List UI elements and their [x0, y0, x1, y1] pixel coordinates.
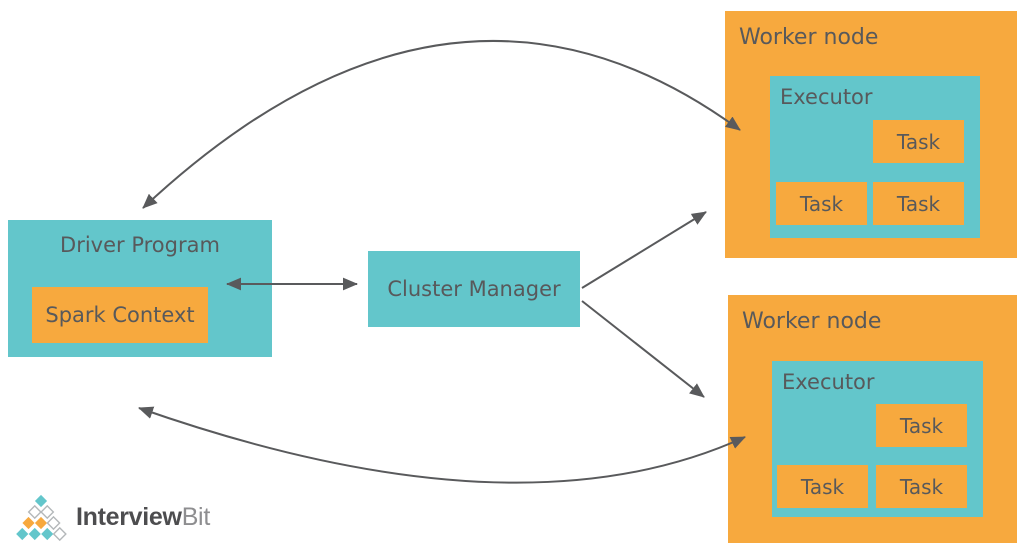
cluster-manager-label: Cluster Manager — [387, 277, 561, 301]
task-label: Task — [896, 129, 941, 154]
worker-node-2-task-3: Task — [876, 465, 967, 508]
worker-node-2-box: Worker node Executor Task Task Task — [728, 295, 1017, 543]
worker-node-1-executor-box: Executor Task Task Task — [770, 76, 980, 238]
interviewbit-logo: InterviewBit — [14, 492, 210, 542]
task-label: Task — [899, 474, 944, 499]
interviewbit-wordmark: InterviewBit — [76, 492, 210, 542]
worker-node-2-task-2: Task — [777, 465, 868, 508]
worker-node-2-task-1: Task — [876, 404, 967, 447]
worker-node-1-executor-label: Executor — [780, 85, 873, 109]
worker-node-2-executor-box: Executor Task Task Task — [772, 361, 983, 517]
task-label: Task — [896, 191, 941, 216]
arrow-driver-to-worker2-arc — [138, 406, 746, 484]
arrow-cluster-manager-to-worker1 — [581, 211, 707, 289]
task-label: Task — [899, 413, 944, 438]
spark-context-box: Spark Context — [32, 287, 208, 343]
task-label: Task — [800, 474, 845, 499]
worker-node-1-box: Worker node Executor Task Task Task — [725, 11, 1017, 258]
wordmark-interview: Interview — [76, 503, 182, 531]
worker-node-1-label: Worker node — [739, 25, 879, 50]
wordmark-bit: Bit — [181, 503, 211, 531]
worker-node-1-task-1: Task — [873, 120, 964, 163]
driver-program-box: Driver Program Spark Context — [8, 220, 272, 357]
interviewbit-diamond-pyramid-icon — [16, 494, 67, 542]
driver-program-label: Driver Program — [60, 233, 220, 257]
worker-node-1-task-3: Task — [873, 182, 964, 225]
worker-node-1-task-2: Task — [776, 182, 867, 225]
task-label: Task — [799, 191, 844, 216]
worker-node-2-label: Worker node — [742, 309, 882, 334]
arrow-cluster-manager-to-worker2 — [581, 300, 705, 398]
cluster-manager-box: Cluster Manager — [368, 251, 580, 327]
worker-node-2-executor-label: Executor — [782, 370, 875, 394]
spark-context-label: Spark Context — [45, 303, 195, 327]
arrow-driver-to-worker1-arc — [142, 40, 741, 209]
